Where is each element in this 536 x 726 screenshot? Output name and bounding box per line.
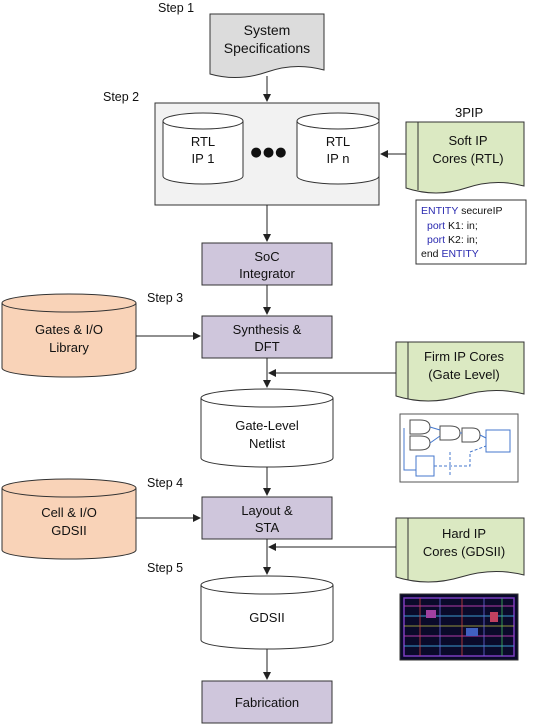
synthesis-line1: Synthesis & — [233, 322, 302, 337]
layout-sta-node: Layout & STA — [201, 496, 333, 540]
cell-lib-line1: Cell & I/O — [41, 505, 97, 520]
gates-lib-line2: Library — [49, 340, 89, 355]
ellipsis-dots: ●●● — [250, 145, 287, 160]
vhdl-code-snippet: ENTITY secureIP port K1: in; port K2: in… — [415, 199, 527, 265]
step-1-label: Step 1 — [158, 1, 194, 15]
system-spec-line2: Specifications — [224, 40, 310, 56]
rtl-ip-n-line2: IP n — [327, 151, 350, 166]
layout-line2: STA — [255, 520, 280, 535]
fabrication-node: Fabrication — [201, 680, 333, 724]
gates-io-library-node: Gates & I/O Library — [1, 293, 137, 378]
gates-lib-line1: Gates & I/O — [35, 322, 103, 337]
layout-line1: Layout & — [241, 503, 293, 518]
soft-ip-line2: Cores (RTL) — [432, 151, 503, 166]
soft-ip-line1: Soft IP — [448, 133, 487, 148]
code-line-1: ENTITY secureIP — [421, 205, 503, 217]
firm-ip-line1: Firm IP Cores — [424, 349, 504, 364]
gdsii-node: GDSII — [200, 575, 334, 650]
soc-integrator-line1: SoC — [254, 249, 279, 264]
gate-level-schematic-image — [399, 413, 519, 483]
firm-ip-line2: (Gate Level) — [428, 367, 500, 382]
rtl-ip-n-line1: RTL — [326, 134, 350, 149]
soc-integrator-line2: Integrator — [239, 266, 295, 281]
rtl-ip-1-line2: IP 1 — [192, 151, 215, 166]
synthesis-line2: DFT — [254, 339, 279, 354]
step-4-label: Step 4 — [147, 476, 183, 490]
soft-ip-cores-node: Soft IP Cores (RTL) — [405, 121, 525, 194]
rtl-ip-n-node: RTL IP n — [296, 112, 380, 185]
gdsii-label: GDSII — [249, 610, 284, 625]
hard-ip-line2: Cores (GDSII) — [423, 544, 505, 559]
code-line-3: port K2: in; — [427, 234, 478, 246]
step-2-label: Step 2 — [103, 90, 139, 104]
fabrication-label: Fabrication — [235, 695, 299, 710]
cell-io-gdsii-node: Cell & I/O GDSII — [1, 478, 137, 560]
rtl-ip-1-node: RTL IP 1 — [162, 112, 244, 185]
system-specifications-node: System Specifications — [209, 13, 325, 78]
gdsii-layout-image — [399, 593, 519, 661]
code-line-4: end ENTITY — [421, 248, 479, 260]
system-spec-line1: System — [244, 22, 291, 38]
cell-lib-line2: GDSII — [51, 523, 86, 538]
synthesis-dft-node: Synthesis & DFT — [201, 315, 333, 359]
netlist-line1: Gate-Level — [235, 418, 299, 433]
code-line-2: port K1: in; — [427, 220, 478, 232]
step-3-label: Step 3 — [147, 291, 183, 305]
hard-ip-cores-node: Hard IP Cores (GDSII) — [395, 517, 525, 583]
firm-ip-cores-node: Firm IP Cores (Gate Level) — [395, 341, 525, 402]
hard-ip-line1: Hard IP — [442, 526, 486, 541]
gate-level-netlist-node: Gate-Level Netlist — [200, 388, 334, 468]
rtl-ip-1-line1: RTL — [191, 134, 215, 149]
netlist-line2: Netlist — [249, 436, 286, 451]
step-5-label: Step 5 — [147, 561, 183, 575]
third-party-ip-label: 3PIP — [455, 105, 483, 120]
soc-integrator-node: SoC Integrator — [201, 242, 333, 286]
